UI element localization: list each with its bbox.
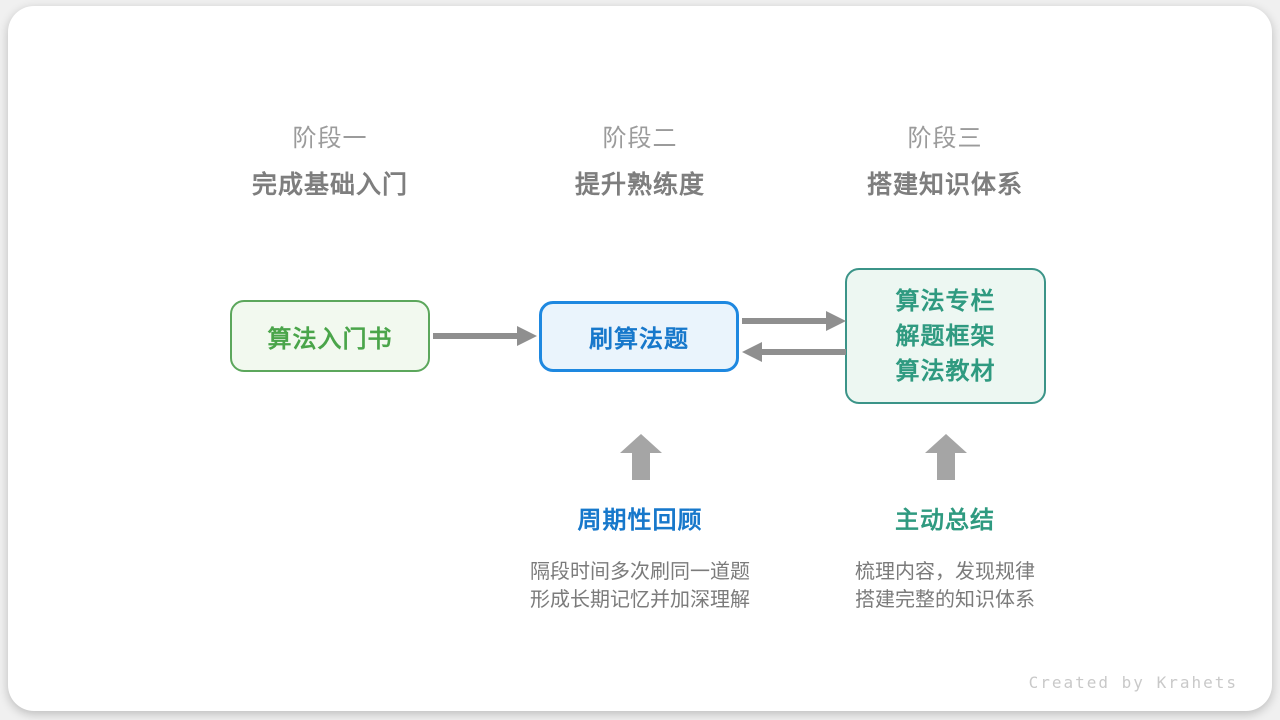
stage-1-label: 阶段一	[292, 125, 368, 152]
stage-3-subtitle: 搭建知识体系	[866, 171, 1023, 199]
stage-header-2: 阶段二 提升熟练度	[480, 124, 800, 200]
stage-3-label: 阶段三	[907, 125, 983, 152]
node-knowledge-line-2: 解题框架	[895, 322, 996, 350]
annotation-desc-line: 搭建完整的知识体系	[855, 589, 1035, 611]
stage-2-subtitle: 提升熟练度	[574, 171, 705, 199]
arrow-right-icon	[433, 326, 537, 346]
stage-1-subtitle: 完成基础入门	[251, 171, 408, 199]
annotation-active-summary-desc: 梳理内容，发现规律 搭建完整的知识体系	[775, 558, 1115, 614]
arrow-right-icon	[742, 311, 846, 331]
node-practice-problems-label: 刷算法题	[589, 326, 689, 353]
annotation-desc-line: 隔段时间多次刷同一道题	[530, 561, 750, 583]
annotation-desc-line: 形成长期记忆并加深理解	[530, 589, 750, 611]
annotation-periodic-review-title: 周期性回顾	[577, 507, 703, 534]
annotation-periodic-review: 周期性回顾 隔段时间多次刷同一道题 形成长期记忆并加深理解	[470, 506, 810, 614]
node-intro-book: 算法入门书	[230, 300, 430, 372]
arrow-up-icon	[925, 434, 967, 480]
arrow-up-icon	[620, 434, 662, 480]
annotation-active-summary-title: 主动总结	[895, 507, 995, 534]
credit-text: Created by Krahets	[1028, 673, 1238, 692]
annotation-desc-line: 梳理内容，发现规律	[855, 561, 1035, 583]
node-knowledge-line-1: 算法专栏	[895, 287, 996, 315]
annotation-periodic-review-desc: 隔段时间多次刷同一道题 形成长期记忆并加深理解	[470, 558, 810, 614]
stage-2-label: 阶段二	[602, 125, 678, 152]
node-knowledge-line-3: 算法教材	[895, 357, 996, 385]
annotation-active-summary: 主动总结 梳理内容，发现规律 搭建完整的知识体系	[775, 506, 1115, 614]
node-practice-problems: 刷算法题	[539, 301, 739, 372]
node-knowledge-sources: 算法专栏 解题框架 算法教材	[845, 268, 1046, 404]
arrow-left-icon	[742, 342, 846, 362]
stage-header-3: 阶段三 搭建知识体系	[785, 124, 1105, 200]
stage-header-1: 阶段一 完成基础入门	[170, 124, 490, 200]
node-intro-book-label: 算法入门书	[267, 325, 393, 353]
